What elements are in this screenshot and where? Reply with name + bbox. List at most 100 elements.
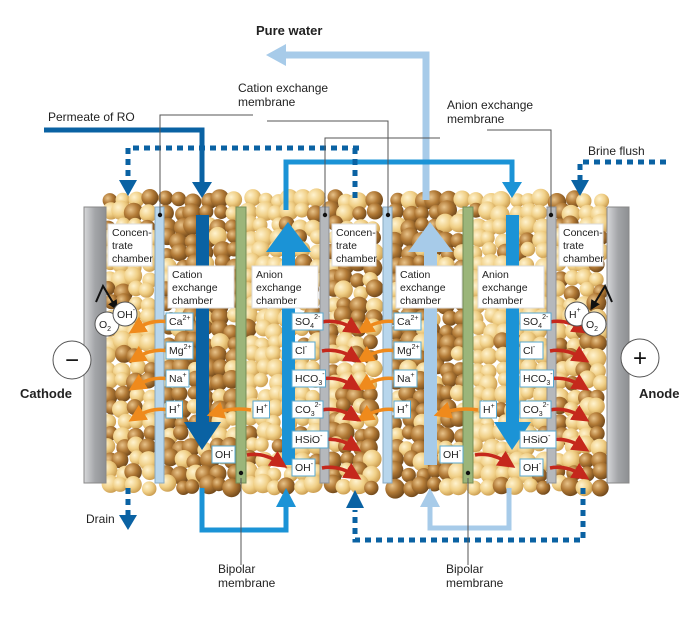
resin-bead bbox=[244, 189, 262, 207]
svg-text:+: + bbox=[633, 345, 647, 372]
resin-bead bbox=[480, 479, 497, 496]
cation-membrane-label-1: Cation exchange bbox=[238, 81, 328, 95]
resin-bead bbox=[364, 480, 379, 496]
resin-bead bbox=[139, 204, 158, 223]
brine-flush-label: Brine flush bbox=[588, 144, 645, 158]
resin-bead bbox=[254, 437, 269, 452]
resin-bead bbox=[158, 190, 173, 206]
resin-bead bbox=[449, 384, 467, 402]
resin-bead bbox=[171, 385, 188, 402]
ion-migration-arrow bbox=[549, 404, 590, 422]
resin-bead bbox=[266, 358, 286, 378]
bipolar-h-1: H+ bbox=[252, 400, 270, 419]
resin-bead bbox=[471, 320, 487, 336]
cathode-label: Cathode bbox=[20, 386, 72, 401]
resin-bead bbox=[123, 202, 144, 223]
resin-bead bbox=[436, 427, 455, 446]
resin-bead bbox=[225, 191, 243, 209]
anode-o2-bubble: O2 bbox=[581, 311, 607, 337]
resin-bead bbox=[130, 359, 146, 376]
cathode-oh-bubble: OH- bbox=[112, 301, 138, 327]
resin-bead bbox=[593, 374, 610, 392]
bipolar-oh-1: OH- bbox=[211, 445, 236, 464]
chamber-label-line: Cation bbox=[172, 269, 203, 281]
svg-text:Mg2+: Mg2+ bbox=[169, 344, 192, 357]
resin-bead bbox=[265, 345, 282, 362]
resin-bead bbox=[212, 359, 229, 376]
resin-bead bbox=[266, 399, 285, 418]
anion-so-2: SO42- bbox=[519, 312, 552, 331]
resin-bead bbox=[112, 330, 133, 351]
resin-bead bbox=[124, 463, 142, 481]
cation-exchange-membrane-1 bbox=[154, 206, 165, 484]
resin-bead bbox=[586, 348, 607, 369]
resin-bead bbox=[385, 478, 406, 499]
leader-lines bbox=[159, 114, 552, 565]
resin-bead bbox=[242, 360, 260, 378]
resin-bead bbox=[294, 202, 310, 218]
resin-bead bbox=[531, 204, 548, 221]
ion-migration-arrow bbox=[321, 462, 362, 480]
bipolar-membrane-label-2b: membrane bbox=[446, 576, 504, 590]
resin-bead bbox=[480, 231, 495, 246]
svg-text:Cl-: Cl- bbox=[523, 344, 536, 357]
svg-text:O2: O2 bbox=[586, 319, 598, 333]
ion-migration-arrow bbox=[128, 345, 169, 363]
resin-bead bbox=[115, 385, 132, 402]
resin-bead bbox=[481, 242, 497, 257]
resin-bead bbox=[173, 424, 189, 441]
anion-hsio-1: HSiO- bbox=[291, 430, 329, 449]
chamber-label-line: trate bbox=[336, 240, 357, 252]
resin-bead bbox=[453, 190, 471, 208]
chamber-label-line: exchange bbox=[400, 282, 446, 294]
chamber-label-line: chamber bbox=[482, 295, 523, 307]
ion-migration-arrow bbox=[356, 345, 397, 363]
resin-bead bbox=[575, 479, 593, 497]
svg-text:H+: H+ bbox=[397, 403, 409, 416]
resin-bead bbox=[141, 189, 159, 206]
resin-bead bbox=[466, 480, 482, 496]
svg-text:H+: H+ bbox=[569, 307, 581, 321]
resin-bead bbox=[293, 189, 313, 208]
svg-text:HCO3-: HCO3- bbox=[523, 371, 553, 387]
resin-bead bbox=[307, 188, 326, 207]
anode-reaction-arrow bbox=[590, 283, 613, 311]
resin-bead bbox=[401, 467, 416, 483]
anion-hsio-2: HSiO- bbox=[519, 430, 557, 449]
bipolar-h-2: H+ bbox=[479, 400, 497, 419]
resin-bead bbox=[335, 478, 352, 495]
ion-migration-arrow bbox=[321, 316, 362, 334]
cation-ca-1: Ca2+ bbox=[165, 312, 194, 331]
svg-text:OH-: OH- bbox=[295, 461, 314, 474]
resin-bead bbox=[111, 451, 129, 469]
anion-co-2: CO32- bbox=[519, 400, 552, 419]
chamber-label-line: Anion bbox=[482, 269, 509, 281]
leader-dots bbox=[157, 212, 554, 476]
ion-migration-arrow bbox=[206, 401, 252, 419]
resin-bead bbox=[427, 476, 442, 492]
ion-migration-arrow bbox=[321, 404, 362, 422]
ion-migration-arrow bbox=[549, 462, 590, 480]
cation-membrane-label-2: membrane bbox=[238, 95, 296, 109]
anion-oh-1: OH- bbox=[291, 458, 316, 477]
anion-oh-2: OH- bbox=[519, 458, 544, 477]
cathode-minus-icon: − bbox=[52, 340, 92, 380]
permeate-pipe bbox=[44, 127, 212, 198]
resin-bead bbox=[114, 372, 130, 387]
chamber-label-line: trate bbox=[112, 240, 133, 252]
resin-bead bbox=[411, 476, 430, 494]
resin-bead bbox=[492, 476, 511, 495]
resin-bead bbox=[363, 387, 378, 403]
resin-bead bbox=[184, 479, 200, 494]
cathode-reaction-arrow bbox=[95, 283, 118, 311]
bipolar-oh-2: OH- bbox=[439, 445, 464, 464]
resin-bead bbox=[171, 191, 186, 207]
resin-bead bbox=[520, 385, 535, 400]
svg-text:Mg2+: Mg2+ bbox=[397, 344, 420, 357]
resin-bead bbox=[365, 359, 383, 378]
cation-mg-1: Mg2+ bbox=[165, 341, 194, 360]
chamber-label-line: chamber bbox=[256, 295, 297, 307]
resin-bead bbox=[438, 345, 455, 362]
